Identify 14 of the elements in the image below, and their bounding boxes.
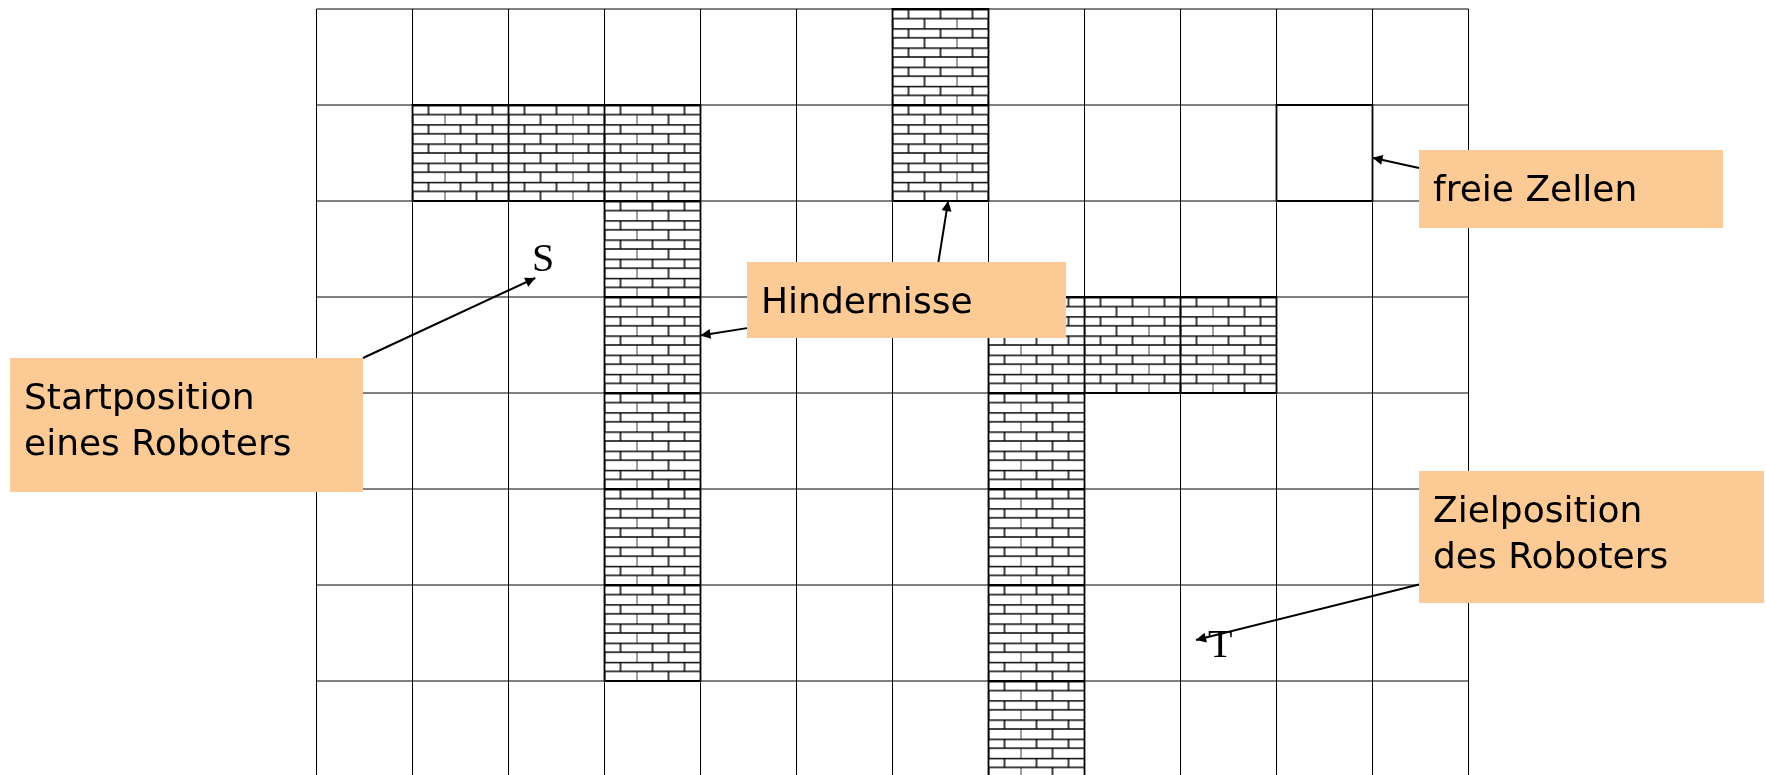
brick-wall xyxy=(891,8,990,202)
callout-label: Zielposition des Roboters xyxy=(1419,471,1764,603)
position-letter: S xyxy=(530,238,557,278)
leader-line xyxy=(1195,583,1420,643)
leader-line xyxy=(699,327,748,339)
leader-line xyxy=(937,200,952,263)
leader-line xyxy=(1371,155,1420,169)
grid-cell xyxy=(1275,104,1374,202)
callout-label: Startposition eines Roboters xyxy=(10,358,363,492)
brick-wall xyxy=(411,104,702,682)
callout-label: Hindernisse xyxy=(747,262,1066,338)
callout-label: freie Zellen xyxy=(1419,150,1723,228)
leader-line xyxy=(362,277,537,359)
brick-wall xyxy=(987,296,1278,775)
